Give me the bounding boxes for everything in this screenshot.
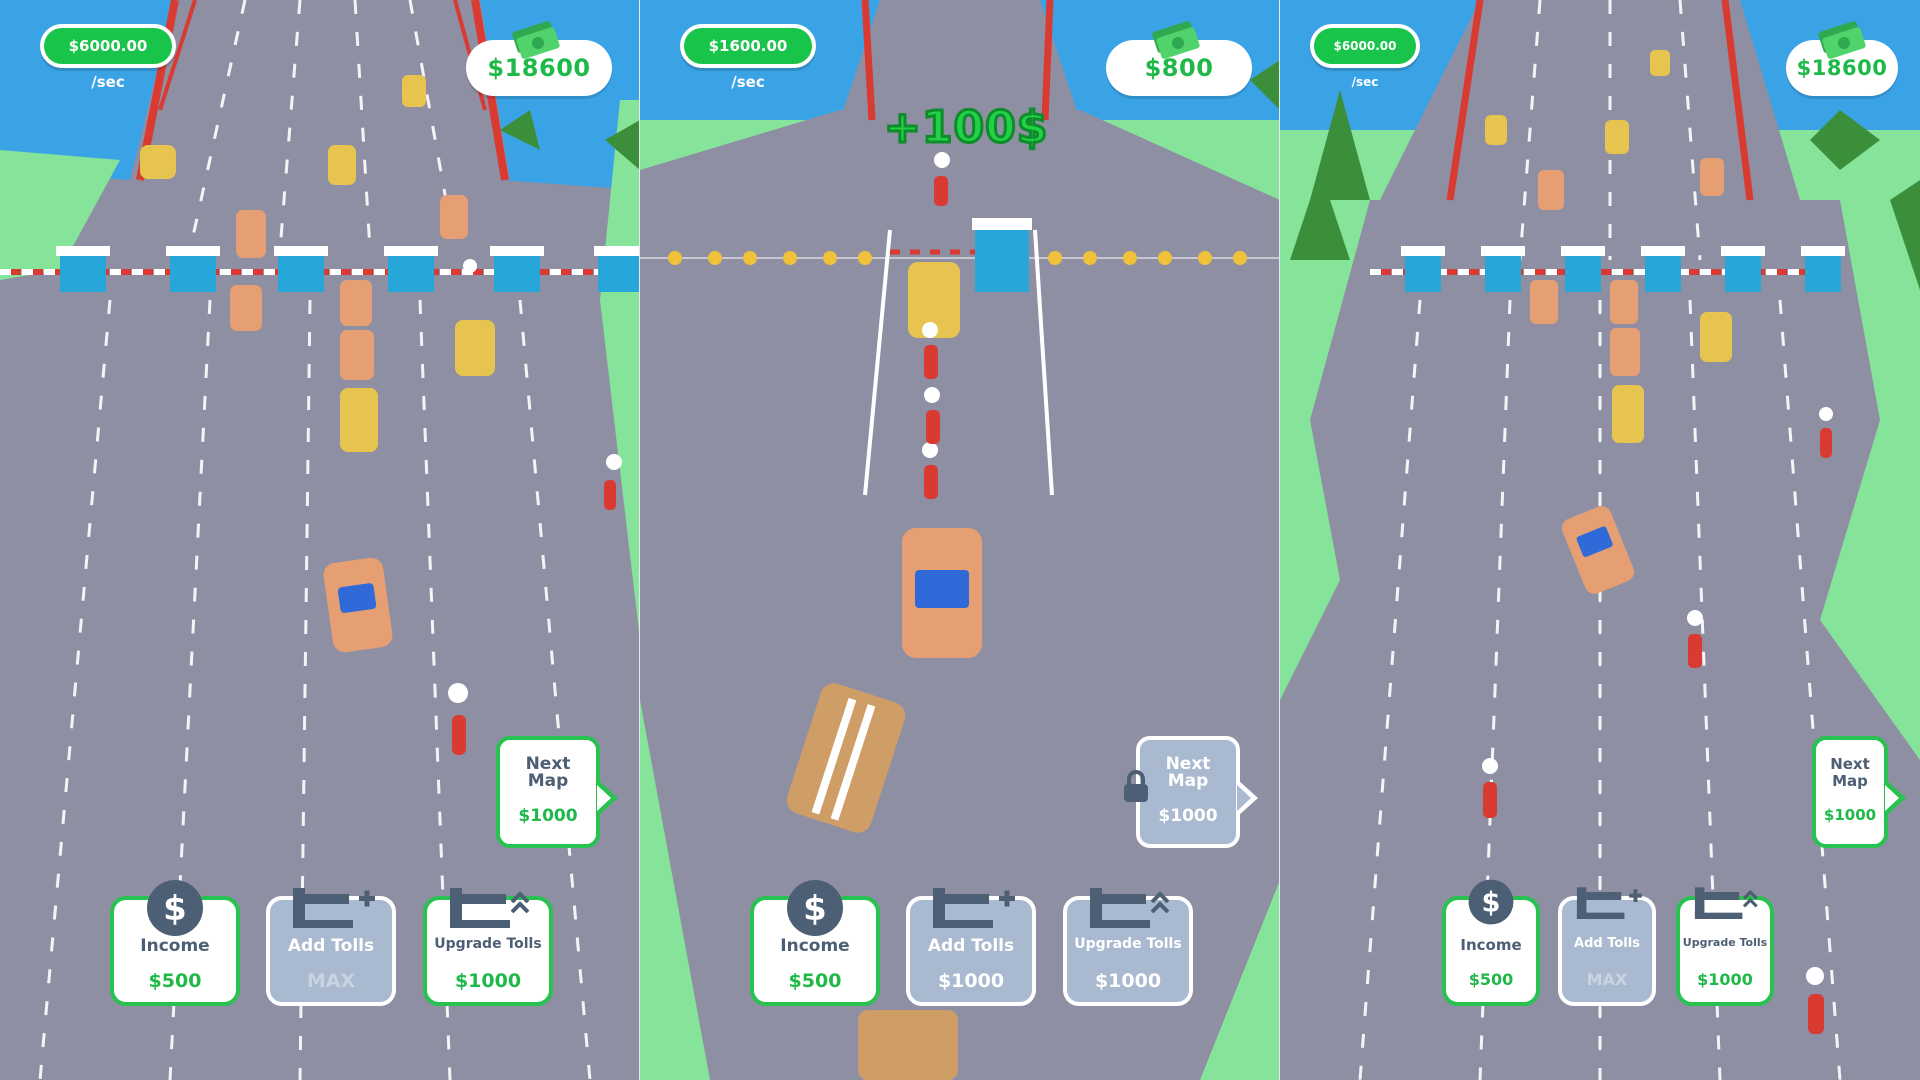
svg-text:$: $: [1482, 888, 1501, 919]
upgrade-toll-icon: [1090, 888, 1170, 928]
add-tolls-button-price: MAX: [1586, 970, 1628, 989]
dollar-icon: $: [787, 880, 843, 936]
cash-stack-icon: [1818, 21, 1866, 59]
lock-icon: [1124, 770, 1148, 802]
income-rate-badge: $6000.00 /sec: [40, 24, 176, 91]
next-map-price: $1000: [1158, 806, 1218, 826]
next-map-button[interactable]: Next Map $1000: [496, 736, 618, 848]
next-map-price: $1000: [518, 806, 578, 826]
add-tolls-button[interactable]: Add Tolls MAX: [1558, 887, 1656, 1006]
income-button-price: $500: [148, 970, 202, 992]
svg-text:$: $: [163, 889, 187, 929]
upgrade-tolls-button[interactable]: Upgrade Tolls $1000: [423, 888, 553, 1006]
add-tolls-button[interactable]: Add Tolls MAX: [266, 888, 396, 1006]
money-balance: $18600: [1786, 40, 1898, 96]
next-map-price: $1000: [1823, 806, 1877, 824]
upgrade-tolls-button-label: Upgrade Tolls: [1682, 936, 1768, 949]
add-tolls-button-label: Add Tolls: [287, 936, 375, 956]
upgrade-tolls-button-price: $1000: [454, 970, 522, 992]
cash-stack-icon: [512, 21, 560, 59]
add-tolls-button[interactable]: Add Tolls $1000: [906, 888, 1036, 1006]
income-button-label: Income: [140, 936, 210, 956]
upgrade-tolls-button-price: $1000: [1094, 970, 1162, 992]
upgrade-tolls-button[interactable]: Upgrade Tolls $1000: [1676, 887, 1774, 1006]
upgrade-toll-icon: [450, 888, 530, 928]
next-map-button[interactable]: Next Map $1000: [1812, 736, 1906, 848]
game-panel-1: $6000.00 /sec $18600 Next Map $1000 $ In…: [0, 0, 640, 1080]
income-rate-badge: $1600.00 /sec: [680, 24, 816, 91]
next-map-button[interactable]: Next Map $1000: [1124, 736, 1258, 848]
income-button-label: Income: [780, 936, 850, 956]
income-button[interactable]: $ Income $500: [1442, 879, 1540, 1006]
next-map-label: Next Map: [1830, 755, 1870, 790]
dollar-icon: $: [1468, 879, 1514, 925]
income-button[interactable]: $ Income $500: [750, 880, 880, 1006]
upgrade-tolls-button[interactable]: Upgrade Tolls $1000: [1063, 888, 1193, 1006]
upgrade-toll-icon: [1694, 887, 1758, 919]
add-tolls-button-price: $1000: [937, 970, 1005, 992]
upgrade-tolls-button-label: Upgrade Tolls: [434, 936, 542, 952]
income-rate-badge: $6000.00 /sec: [1310, 24, 1420, 89]
income-button-price: $500: [788, 970, 842, 992]
add-tolls-button-label: Add Tolls: [927, 936, 1015, 956]
add-tolls-button-price: MAX: [306, 970, 356, 992]
next-map-label: Next Map: [525, 754, 571, 791]
add-toll-icon: [293, 888, 375, 928]
add-tolls-button-label: Add Tolls: [1574, 936, 1640, 951]
cash-stack-icon: [1152, 21, 1200, 59]
income-popup-text: +100$: [882, 101, 1049, 155]
next-map-label: Next Map: [1165, 754, 1211, 791]
add-toll-icon: [933, 888, 1015, 928]
game-panel-2: $1600.00 /sec $800 +100$ Next Map $1000 …: [640, 0, 1280, 1080]
dollar-icon: $: [147, 880, 203, 936]
income-button-label: Income: [1460, 936, 1522, 954]
upgrade-tolls-button-label: Upgrade Tolls: [1074, 936, 1182, 952]
upgrade-tolls-button-price: $1000: [1697, 970, 1753, 989]
income-button-price: $500: [1468, 970, 1514, 989]
add-toll-icon: [1576, 887, 1642, 919]
svg-text:$: $: [803, 889, 827, 929]
income-button[interactable]: $ Income $500: [110, 880, 240, 1006]
game-panel-3: $6000.00 /sec $18600 Next Map $1000 $ In…: [1280, 0, 1920, 1080]
